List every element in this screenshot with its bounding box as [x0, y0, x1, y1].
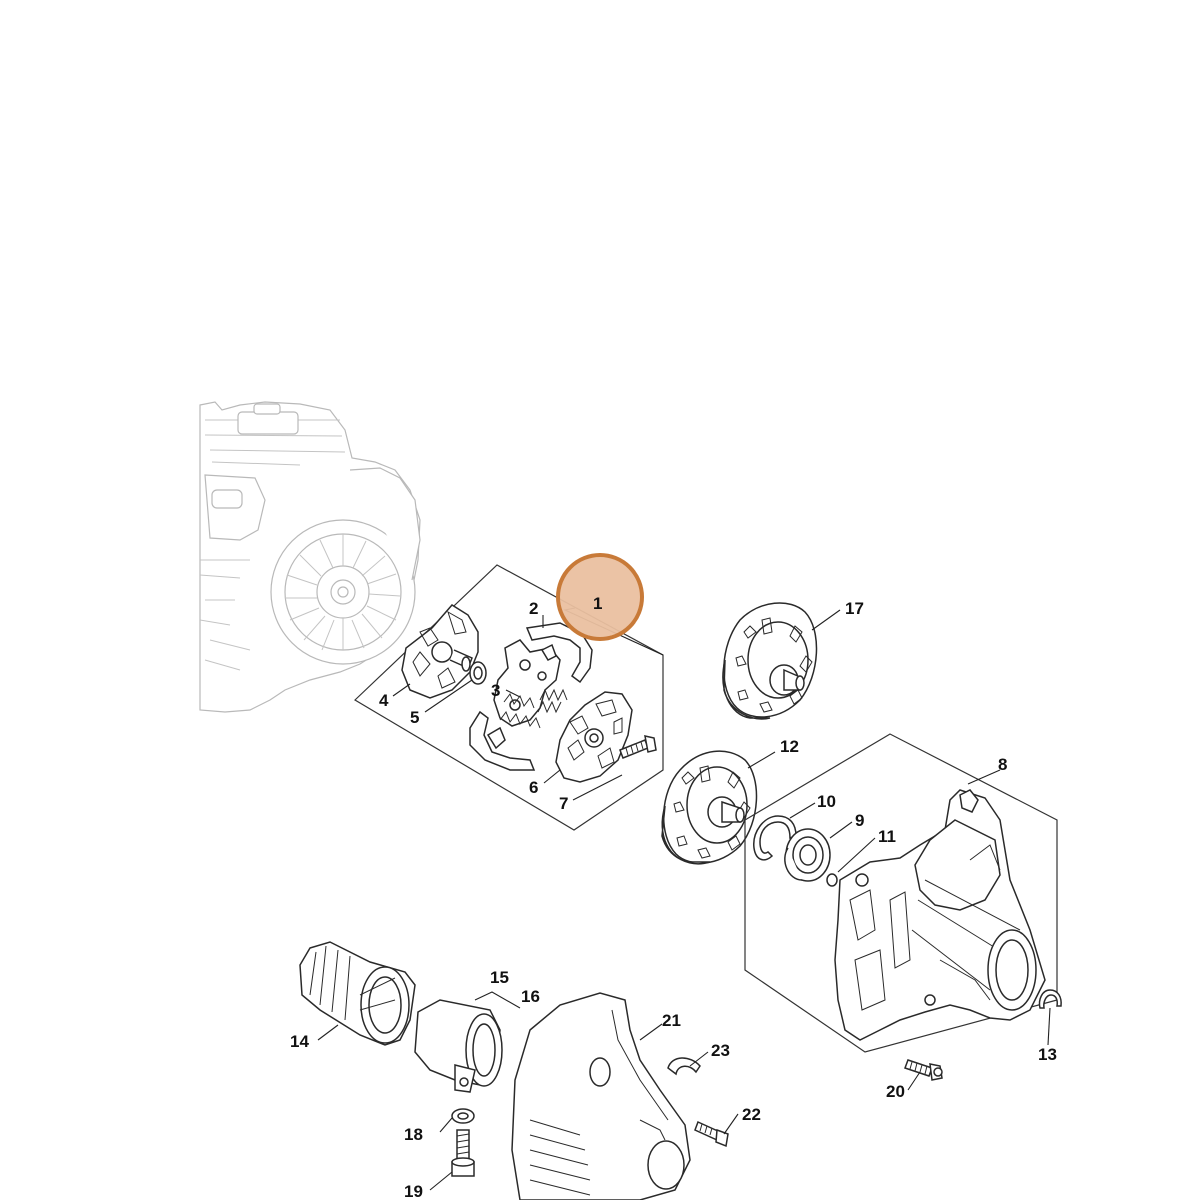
part-23-clip[interactable]: [667, 1057, 701, 1076]
part-label-4[interactable]: 4: [379, 691, 389, 710]
part-label-13[interactable]: 13: [1038, 1045, 1057, 1064]
part-label-1[interactable]: 1: [593, 594, 602, 613]
part-21-cover[interactable]: [511, 992, 691, 1200]
part-label-7[interactable]: 7: [559, 794, 568, 813]
part-label-20[interactable]: 20: [886, 1082, 905, 1101]
engine-block-background: [199, 401, 421, 713]
part-labels: 2 3 4 5 6 7 8 9 10 11 12 13 14 15 16 17 …: [290, 594, 1057, 1200]
part-label-10[interactable]: 10: [817, 792, 836, 811]
flywheel-icon: [270, 467, 421, 665]
part-label-14[interactable]: 14: [290, 1032, 309, 1051]
part-13-snap-ring[interactable]: [1038, 989, 1062, 1009]
part-label-8[interactable]: 8: [998, 755, 1007, 774]
part-label-16[interactable]: 16: [521, 987, 540, 1006]
part-9-bearing[interactable]: [784, 828, 831, 882]
part-8-clutch-housing[interactable]: [834, 789, 1046, 1041]
part-15-16-sleeve[interactable]: [414, 999, 503, 1093]
part-label-11[interactable]: 11: [878, 827, 896, 846]
part-4-carrier-plate[interactable]: [401, 604, 479, 699]
part-3-springs[interactable]: [499, 688, 568, 729]
part-label-21[interactable]: 21: [662, 1011, 681, 1030]
part-label-5[interactable]: 5: [410, 708, 419, 727]
part-label-19[interactable]: 19: [404, 1182, 423, 1200]
part-20-screw[interactable]: [904, 1059, 943, 1081]
highlight-circle: [556, 553, 644, 641]
part-label-18[interactable]: 18: [404, 1125, 423, 1144]
part-18-washer[interactable]: [451, 1108, 475, 1124]
part-11-pin[interactable]: [826, 873, 838, 887]
part-label-6[interactable]: 6: [529, 778, 538, 797]
part-label-2[interactable]: 2: [529, 599, 538, 618]
part-label-17[interactable]: 17: [845, 599, 864, 618]
part-label-22[interactable]: 22: [742, 1105, 761, 1124]
part-19-screw[interactable]: [451, 1129, 475, 1177]
part-2-clutch-shoes[interactable]: [469, 622, 593, 771]
clutch-group-frame: [354, 564, 664, 831]
part-label-9[interactable]: 9: [855, 811, 864, 830]
part-17-clutch-drum[interactable]: [722, 602, 818, 720]
part-5-washer[interactable]: [469, 661, 487, 685]
part-label-15[interactable]: 15: [490, 968, 509, 987]
part-14-cage[interactable]: [299, 941, 416, 1046]
part-label-3[interactable]: 3: [491, 681, 500, 700]
part-label-23[interactable]: 23: [711, 1041, 730, 1060]
part-7-screw[interactable]: [619, 735, 657, 759]
part-22-screw[interactable]: [694, 1120, 729, 1148]
part-label-12[interactable]: 12: [780, 737, 799, 756]
leader-lines: [317, 607, 1051, 1191]
part-6-cover-plate[interactable]: [555, 691, 633, 783]
part-12-clutch-drum[interactable]: [661, 750, 758, 865]
